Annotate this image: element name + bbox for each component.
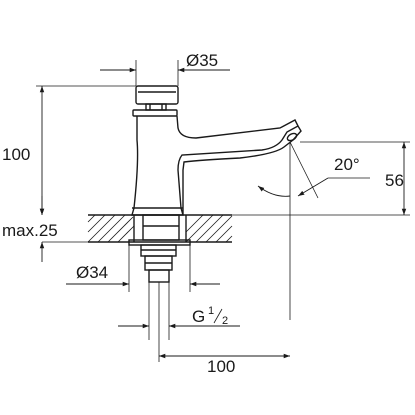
thread-numerator-label: 1 [208, 305, 214, 317]
bottom-diameter-label: Ø34 [76, 263, 108, 282]
mounting-surface [87, 214, 233, 243]
max-thickness-label: max.25 [2, 221, 58, 240]
mounting-shank [128, 214, 191, 283]
faucet-body [131, 85, 302, 216]
dimension-max-thickness: max.25 [2, 196, 88, 262]
dimension-reach: 100 [158, 282, 290, 376]
dimension-top-diameter: Ø35 [100, 51, 230, 86]
height-label: 100 [2, 145, 30, 164]
top-diameter-label: Ø35 [186, 51, 218, 70]
thread-prefix-label: G [192, 307, 205, 326]
dimension-height: 100 [2, 85, 136, 215]
dimension-thread: G 1 2 [118, 282, 240, 340]
thread-denominator-label: 2 [222, 315, 228, 327]
reach-label: 100 [207, 357, 235, 376]
angle-label: 20° [334, 155, 360, 174]
dimension-spout-height: 56 [232, 141, 410, 216]
dimension-angle: 20° [257, 141, 370, 320]
dimension-bottom-diameter: Ø34 [66, 245, 220, 292]
spout-height-label: 56 [385, 171, 404, 190]
